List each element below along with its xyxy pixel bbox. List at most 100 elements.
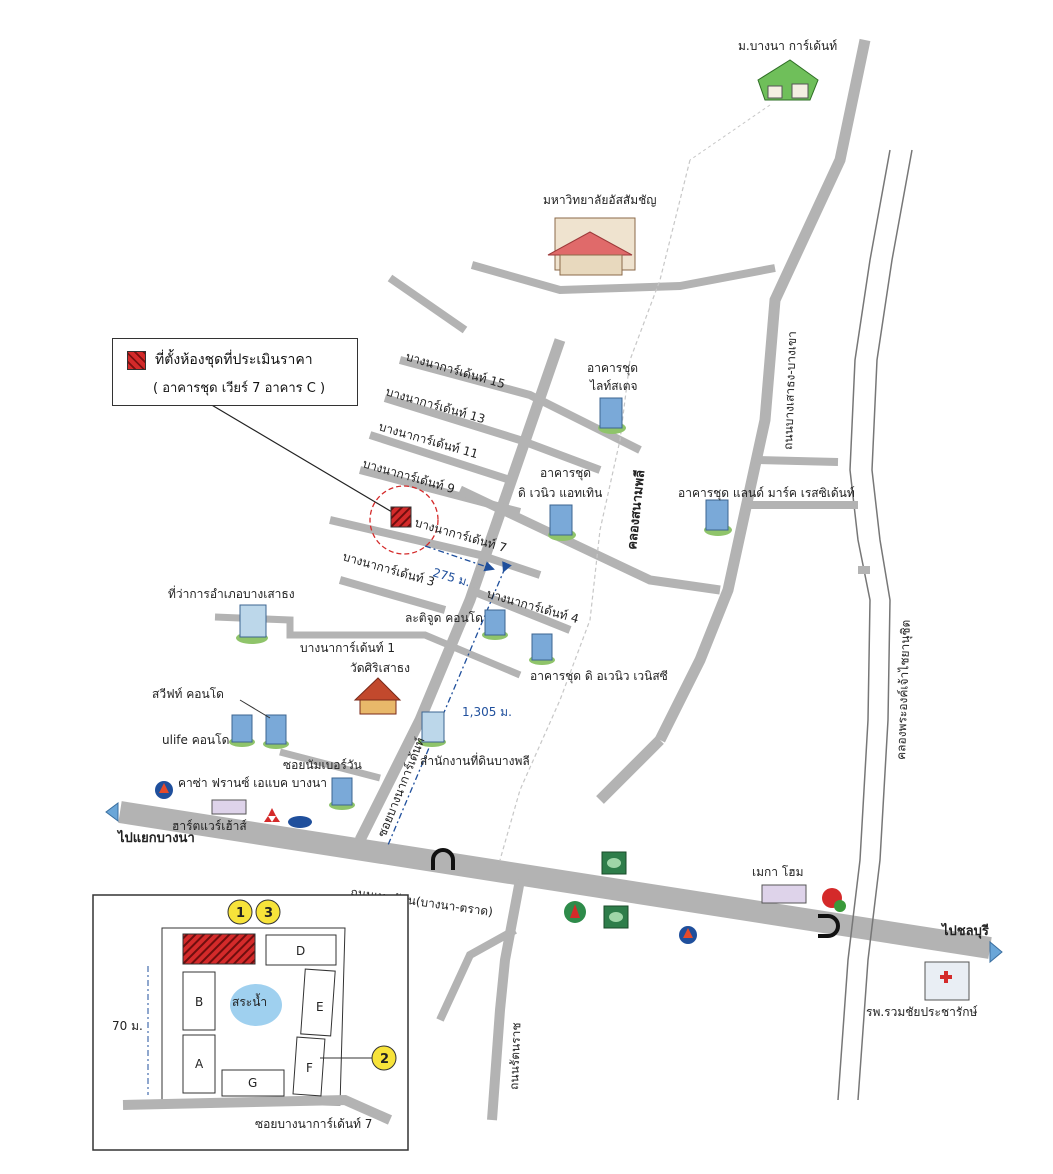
label-east: ไปชลบุรี — [940, 922, 989, 939]
road-soi-number-one — [279, 748, 381, 782]
label-lightstage-2: ไลท์สเตจ — [589, 379, 638, 393]
village-house-icon — [757, 59, 819, 101]
road-soi13 — [383, 394, 602, 474]
hospital-icon — [924, 961, 970, 1001]
label-hospital: รพ.รวมชัยประชารักษ์ — [866, 1005, 978, 1019]
road-university — [470, 261, 776, 295]
condo-icon-venue — [548, 504, 576, 541]
road-top-1 — [387, 274, 468, 334]
label-land-office: สำนักงานที่ดินบางพลี — [420, 752, 530, 768]
label-venue-2: ดิ เวนิว แอทเทิน — [518, 486, 602, 500]
uturn-icon-1 — [431, 848, 455, 870]
inset-building-c — [182, 933, 256, 965]
inset-marker-2 — [371, 1045, 397, 1071]
uturn-icon-2 — [818, 914, 840, 938]
inset-label-a: A — [195, 1057, 204, 1071]
mitsubishi-icon — [264, 808, 280, 822]
road-soi7 — [329, 516, 542, 579]
road-khlong-a — [837, 149, 891, 1101]
label-soi-number-one: ซอยนัมเบอร์วัน — [283, 758, 362, 772]
inset-marker-3 — [255, 899, 281, 925]
inset-label-b: B — [195, 995, 203, 1009]
distance-line-275 — [424, 545, 495, 572]
harte-icon — [211, 799, 247, 815]
label-village: ม.บางนา การ์เด้นท์ — [738, 39, 837, 53]
road-rattanarat — [487, 879, 525, 1121]
label-khlong: คลองพระองค์เจ้าไชยานุชิต — [894, 619, 914, 760]
bank-icon-2 — [564, 901, 586, 923]
road-bangsaothong — [655, 38, 871, 743]
label-soi1: บางนาการ์เด้นท์ 1 — [300, 641, 395, 655]
inset-label-f: F — [306, 1061, 313, 1075]
road-soi4 — [468, 586, 572, 634]
road-east-1 — [757, 456, 839, 466]
subject-circle — [369, 485, 439, 555]
inset-building-e — [300, 968, 336, 1037]
inset-marker-2-label: 2 — [380, 1052, 389, 1067]
inset-pool — [230, 984, 282, 1026]
inset-road — [122, 1094, 393, 1125]
legend-subject-swatch — [127, 351, 146, 370]
label-landmark: อาคารชุด แลนด์ มาร์ค เรสซิเด้นท์ — [678, 486, 855, 501]
inset-marker-3-label: 3 — [264, 906, 273, 921]
inset-label-e: E — [316, 1000, 324, 1014]
label-bangsaothong: ถนนบางเสาธง-บางเขา — [781, 331, 799, 450]
inset-building-f — [292, 1036, 326, 1097]
bank-icon-1 — [601, 851, 627, 875]
distance-line-1305 — [387, 561, 512, 846]
condo-icon-casa — [329, 777, 355, 810]
label-distance-275: 275 ม. — [431, 565, 472, 589]
label-soi15: บางนาการ์เด้นท์ 15 — [404, 349, 507, 391]
inset-label-g: G — [248, 1076, 257, 1090]
label-university: มหาวิทยาลัยอัสสัมชัญ — [543, 193, 657, 207]
road-soi3 — [338, 576, 447, 614]
inset-label-d: D — [296, 944, 305, 958]
label-lightstage-1: อาคารชุด — [587, 361, 638, 376]
village-connector — [689, 104, 771, 161]
label-venue-1: อาคารชุด — [540, 466, 591, 481]
label-rattanarat: ถนนรัตนราช — [507, 1022, 523, 1090]
canal — [499, 159, 691, 861]
east-arrow-icon — [989, 940, 1003, 964]
district-office-icon — [236, 604, 268, 644]
temple-icon — [353, 677, 402, 715]
inset-label-road: ซอยบางนาการ์เด้นท์ 7 — [255, 1117, 372, 1131]
road-soi-bangna-garden — [355, 338, 566, 843]
road-soi11 — [368, 431, 512, 484]
mega-home-icon — [761, 884, 807, 904]
inset-label-pool: สระน้ำ — [232, 993, 267, 1009]
inset-building-d — [265, 934, 337, 966]
ford-icon — [288, 816, 312, 828]
label-district-office: ที่ว่าการอำเภอบางเสาธง — [168, 585, 295, 601]
inset-building-a — [182, 1034, 216, 1094]
main-highway — [118, 801, 992, 959]
west-arrow-icon — [105, 802, 119, 822]
label-west: ไปแยกบางนา — [116, 829, 195, 846]
condo-icon-latitude — [482, 609, 508, 640]
gas-station-icon — [155, 781, 173, 799]
bank-icon-3 — [603, 905, 629, 929]
legend-title: ที่ตั้งห้องชุดที่ประเมินราคา — [155, 352, 313, 368]
road-soi-main-east — [458, 485, 721, 595]
inset-building-b — [182, 971, 216, 1031]
legend-subtitle: ( อาคารชุด เวียร์ 7 อาคาร C ) — [153, 381, 326, 396]
label-distance-1305: 1,305 ม. — [462, 705, 512, 719]
leader-line — [209, 403, 393, 513]
road-east-lower — [596, 736, 664, 804]
road-khlong-b — [857, 149, 913, 1101]
land-office-icon — [418, 711, 446, 747]
condo-icon-lightstage — [598, 397, 626, 434]
inset-marker-1-label: 1 — [236, 906, 245, 921]
label-temple: วัดศิริเสาธง — [350, 661, 410, 675]
inset-label-height: 70 ม. — [112, 1019, 143, 1033]
label-canal: คลองสนามพลี — [624, 469, 648, 550]
condo-icon-landmark — [704, 499, 732, 536]
label-mega: เมกา โฮม — [752, 865, 804, 879]
condo-icon-avenue — [529, 633, 555, 665]
subject-marker — [390, 506, 412, 528]
road-south-branch — [436, 926, 517, 1022]
condo-icon-swift — [263, 714, 289, 749]
label-latitude: ละติจูด คอนโด — [405, 611, 483, 626]
legend-box: ที่ตั้งห้องชุดที่ประเมินราคา ( อาคารชุด … — [112, 338, 358, 406]
